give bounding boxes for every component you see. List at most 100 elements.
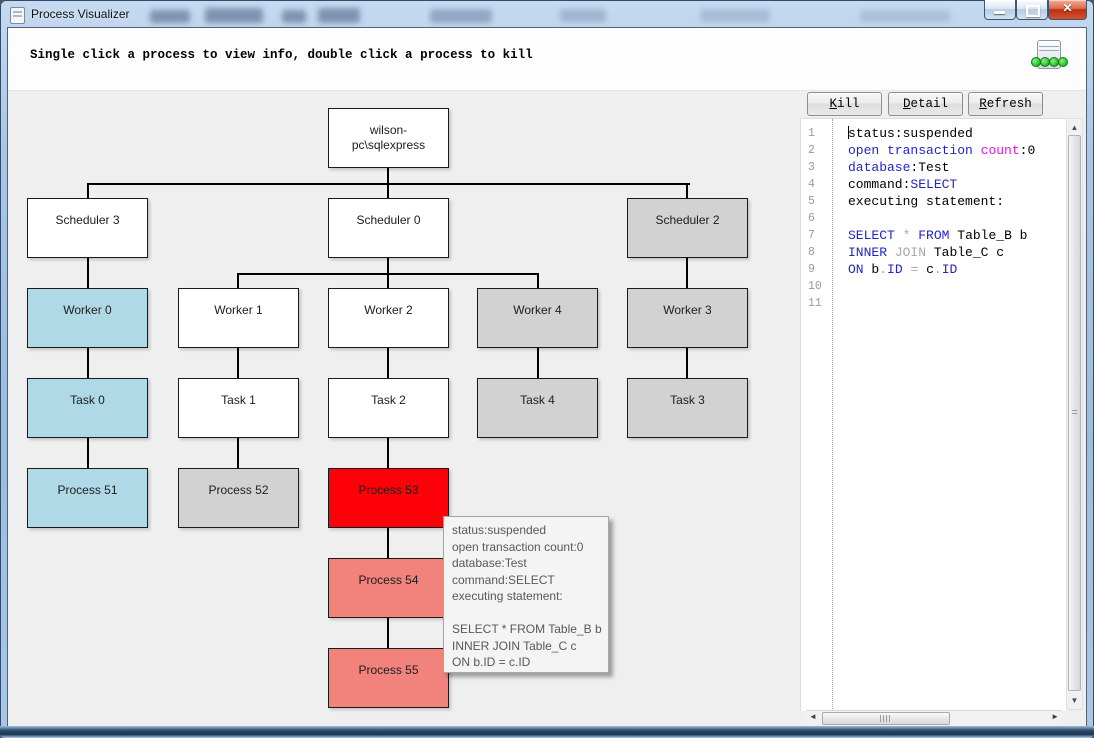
code-token: [895, 228, 903, 243]
code-line: command:SELECT: [848, 176, 1067, 193]
detail-button[interactable]: Detail: [888, 92, 963, 116]
code-token: database: [848, 160, 911, 175]
maximize-button[interactable]: [1016, 0, 1048, 20]
code-line: INNER JOIN Table_C c: [848, 244, 1067, 261]
tooltip-line: database:Test: [452, 556, 527, 570]
node-label: Process 52: [208, 483, 269, 497]
node-label: Process 51: [57, 483, 118, 497]
maximize-icon: [1026, 5, 1040, 17]
connector-line: [686, 183, 688, 198]
connector-line: [686, 348, 688, 378]
tooltip-line: status:suspended: [452, 523, 547, 537]
node-worker-0[interactable]: Worker 0: [27, 288, 148, 348]
node-label: Task 3: [670, 393, 705, 407]
connector-line: [537, 348, 539, 378]
line-number: 8: [808, 246, 815, 259]
connector-line: [387, 183, 389, 198]
close-icon: ✕: [1062, 1, 1073, 15]
node-task-1[interactable]: Task 1: [178, 378, 299, 438]
code-line: open transaction count:0: [848, 142, 1067, 159]
code-token: c: [918, 262, 934, 277]
line-number: 6: [808, 212, 815, 225]
code-line: [848, 210, 1067, 227]
node-task-4[interactable]: Task 4: [477, 378, 598, 438]
code-line: status:suspended: [848, 125, 1067, 142]
node-process-53[interactable]: Process 53: [328, 468, 449, 528]
vertical-scroll-thumb[interactable]: [1068, 135, 1081, 691]
window-bottom-frame: [0, 726, 1094, 738]
scroll-left-arrow-icon[interactable]: ◄: [809, 712, 817, 721]
code-token: count: [980, 143, 1020, 158]
node-worker-3[interactable]: Worker 3: [627, 288, 748, 348]
code-token: ON: [848, 262, 864, 277]
code-token: ID: [941, 262, 958, 277]
node-worker-4[interactable]: Worker 4: [477, 288, 598, 348]
node-task-3[interactable]: Task 3: [627, 378, 748, 438]
node-process-52[interactable]: Process 52: [178, 468, 299, 528]
text-caret: [848, 126, 849, 139]
horizontal-scroll-thumb[interactable]: [822, 712, 950, 725]
server-status-icon: [1031, 38, 1068, 72]
node-process-55[interactable]: Process 55: [328, 648, 449, 708]
node-label: wilson-: [369, 123, 408, 137]
node-worker-2[interactable]: Worker 2: [328, 288, 449, 348]
scroll-up-arrow-icon[interactable]: ▲: [1070, 123, 1079, 132]
window-controls: ✕: [984, 0, 1087, 20]
node-label: Worker 1: [214, 303, 263, 317]
node-label: Worker 2: [364, 303, 413, 317]
editor-horizontal-scrollbar[interactable]: ◄ ►: [806, 710, 1062, 725]
node-label: Task 0: [70, 393, 105, 407]
code-token: Table_B b: [949, 228, 1028, 243]
line-number: 10: [808, 280, 822, 293]
window-icon: [10, 7, 25, 24]
node-task-2[interactable]: Task 2: [328, 378, 449, 438]
tooltip-line: executing statement:: [452, 589, 563, 603]
node-scheduler-0[interactable]: Scheduler 0: [328, 198, 449, 258]
code-token: SELECT: [848, 228, 895, 243]
node-task-0[interactable]: Task 0: [27, 378, 148, 438]
node-process-54[interactable]: Process 54: [328, 558, 449, 618]
connector-line: [387, 168, 389, 183]
code-token: JOIN: [894, 245, 927, 260]
connector-line: [237, 438, 239, 468]
scroll-down-arrow-icon[interactable]: ▼: [1070, 696, 1079, 705]
node-scheduler-2[interactable]: Scheduler 2: [627, 198, 748, 258]
connector-line: [87, 258, 89, 288]
scroll-right-arrow-icon[interactable]: ►: [1051, 712, 1059, 721]
node-process-51[interactable]: Process 51: [27, 468, 148, 528]
connector-line: [87, 438, 89, 468]
code-token: ID: [887, 262, 903, 277]
tooltip-line: open transaction count:0: [452, 539, 584, 554]
editor-vertical-scrollbar[interactable]: ▲ ▼: [1066, 118, 1083, 710]
scroll-grip-icon: [1072, 410, 1077, 416]
node-label: Process 53: [358, 483, 419, 497]
code-token: Table_C c: [926, 245, 1005, 260]
node-worker-1[interactable]: Worker 1: [178, 288, 299, 348]
tooltip-line: [452, 605, 608, 622]
minimize-button[interactable]: [984, 0, 1016, 20]
kill-button[interactable]: Kill: [807, 92, 882, 116]
connector-line: [686, 258, 688, 288]
tooltip-line: INNER JOIN Table_C c: [452, 638, 577, 653]
glass-blur-artifact: [282, 10, 306, 23]
glass-blur-artifact: [860, 10, 950, 22]
code-token: b: [863, 262, 880, 277]
connector-line: [87, 183, 89, 198]
line-number: 11: [808, 297, 822, 310]
code-token: .: [879, 262, 888, 277]
code-line: [848, 278, 1067, 295]
node-scheduler-3[interactable]: Scheduler 3: [27, 198, 148, 258]
code-line: SELECT * FROM Table_B b: [848, 227, 1067, 244]
refresh-button[interactable]: Refresh: [968, 92, 1043, 116]
node-label: Task 2: [371, 393, 406, 407]
node-server-root[interactable]: wilson-pc\sqlexpress: [328, 108, 449, 168]
close-button[interactable]: ✕: [1048, 0, 1087, 20]
instruction-text: Single click a process to view info, dou…: [30, 48, 533, 62]
scroll-grip-icon: [880, 715, 892, 722]
node-label: Process 54: [358, 573, 419, 587]
code-token: =: [910, 262, 919, 277]
process-info-tooltip: status:suspended open transaction count:0…: [443, 516, 609, 673]
